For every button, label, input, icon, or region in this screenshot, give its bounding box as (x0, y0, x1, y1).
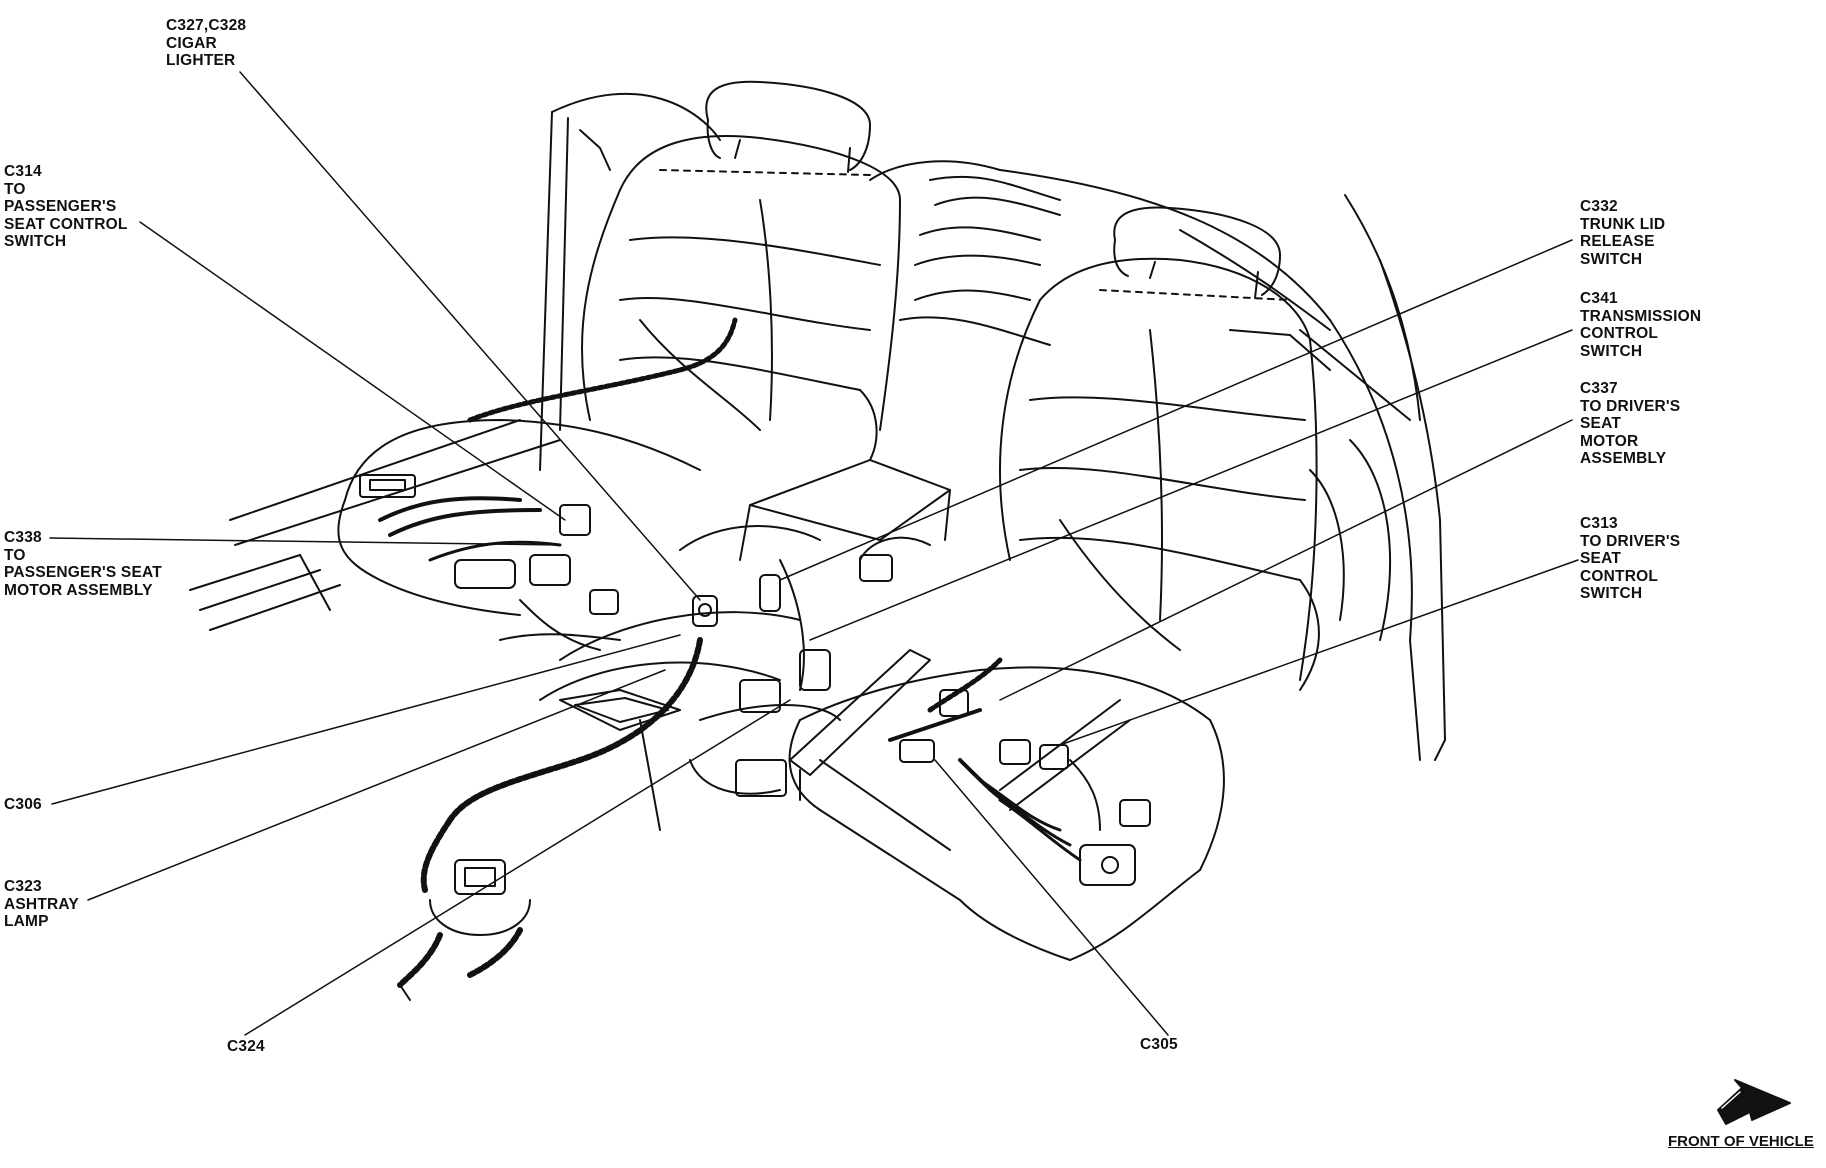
front-of-vehicle-label: FRONT OF VEHICLE (1668, 1133, 1814, 1150)
center-console (397, 459, 951, 1001)
arrow-icon (1717, 1079, 1791, 1125)
door-frame (539, 92, 1446, 761)
driver-seat (788, 206, 1391, 961)
leader-lines (49, 71, 1579, 1036)
leader-c332 (779, 239, 1573, 581)
label-c305: C305 (1140, 1036, 1178, 1053)
leader-c338 (49, 537, 561, 546)
leader-c306 (51, 634, 681, 805)
label-c324: C324 (227, 1038, 265, 1055)
rear-seat (899, 175, 1331, 371)
leader-c341 (809, 329, 1573, 641)
leader-c323 (87, 669, 666, 901)
passenger-seat (189, 80, 901, 651)
leader-c314 (139, 221, 566, 521)
leader-c327 (239, 71, 701, 601)
leader-c313 (1059, 559, 1579, 746)
leader-c324 (244, 699, 791, 1036)
leader-c337 (999, 419, 1573, 701)
label-c306: C306 (4, 796, 42, 813)
leader-c305 (934, 759, 1169, 1036)
